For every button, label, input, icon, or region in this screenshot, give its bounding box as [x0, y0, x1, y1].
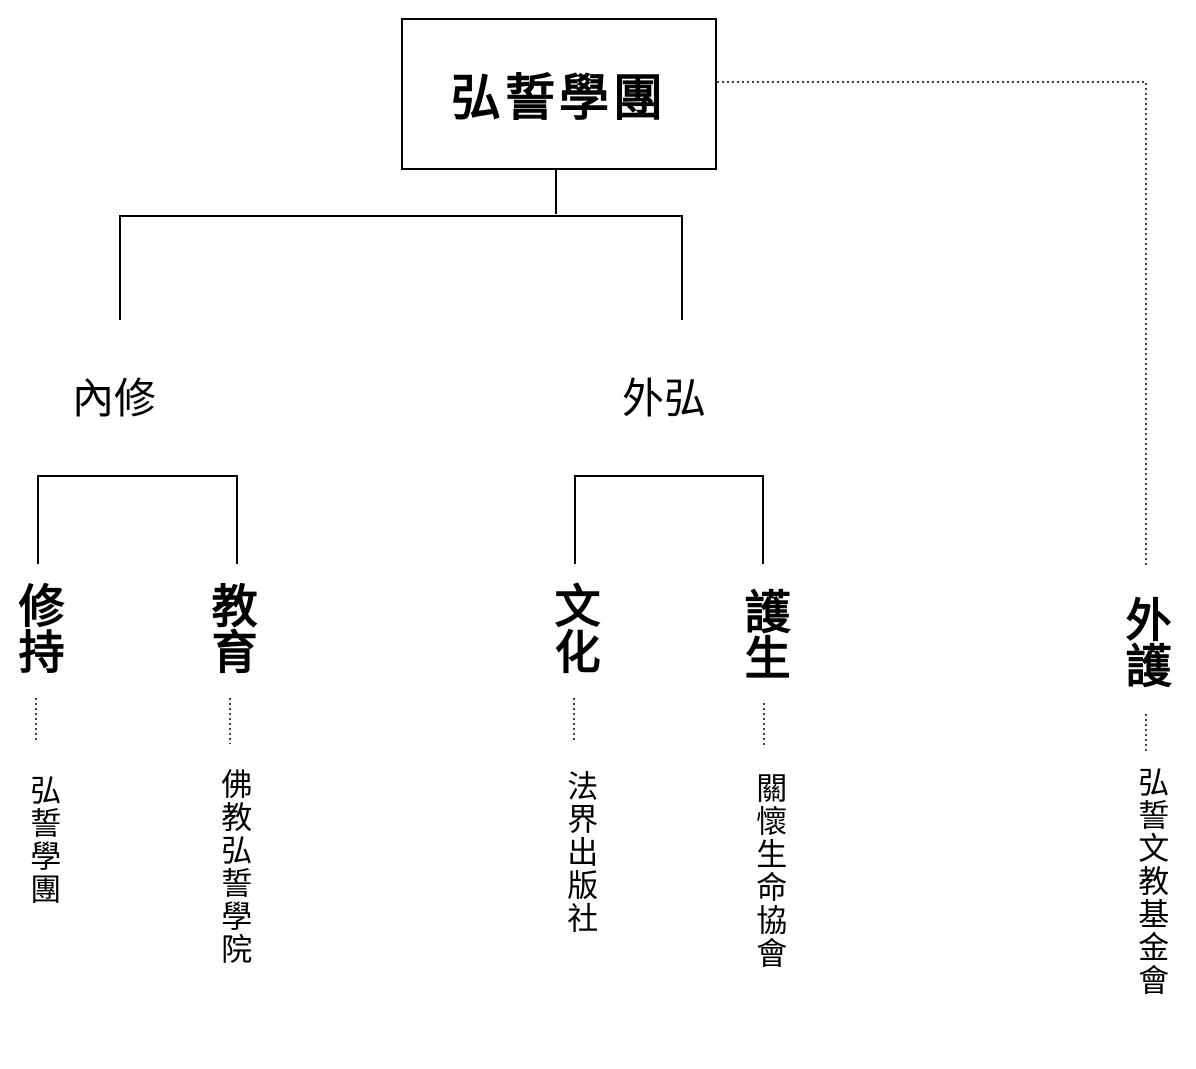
- category-external-support: 外護: [1118, 596, 1173, 688]
- category-practice: 修持: [11, 582, 66, 674]
- category-education: 教育: [204, 582, 259, 674]
- root-node: 弘誓學團: [401, 18, 717, 170]
- org-education: 佛教弘誓學院: [215, 768, 252, 966]
- org-external-support: 弘誓文教基金會: [1132, 766, 1169, 997]
- external-dotted-link: [717, 81, 1147, 566]
- category-culture: 文化: [547, 582, 602, 674]
- org-practice: 弘誓學團: [24, 774, 61, 906]
- branch-outer-label: 外弘: [622, 374, 707, 423]
- category-life-protection: 護生: [737, 588, 792, 680]
- org-culture: 法界出版社: [561, 770, 598, 935]
- branch-inner-label: 內修: [72, 374, 157, 423]
- root-label: 弘誓學團: [451, 68, 667, 127]
- org-life-protection: 關懷生命協會: [750, 772, 787, 970]
